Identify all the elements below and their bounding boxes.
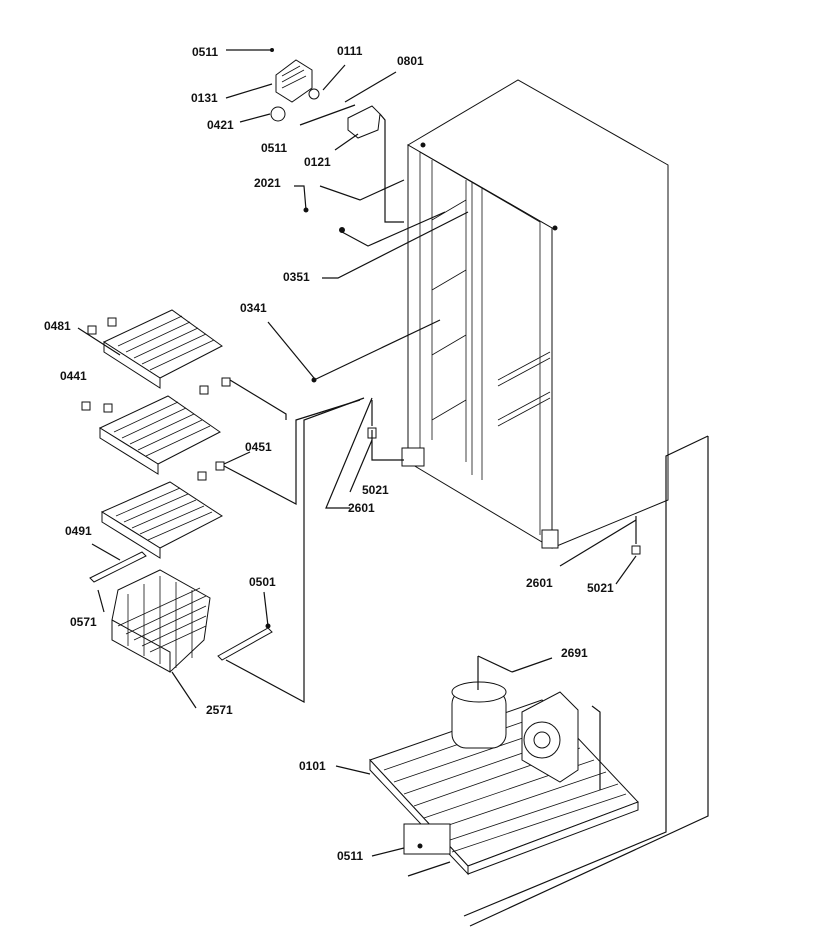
label-0481: 0481 — [44, 319, 71, 333]
label-0571: 0571 — [70, 615, 97, 629]
clip-2021 — [294, 179, 405, 213]
label-0511-mid: 0511 — [261, 141, 287, 155]
part-0351 — [322, 211, 469, 279]
freezer-shelf-middle — [81, 395, 361, 505]
freezer-shelf-upper — [77, 309, 287, 420]
label-0511-bottom: 0511 — [337, 849, 363, 863]
label-0351: 0351 — [283, 270, 310, 284]
cabinet — [401, 79, 669, 549]
label-0441: 0441 — [60, 369, 87, 383]
fasteners-left — [325, 397, 404, 509]
fasteners-right — [559, 516, 641, 585]
freezer-shelf-lower — [100, 481, 223, 559]
part-0341 — [267, 319, 441, 383]
light-assembly — [225, 48, 404, 223]
label-2571: 2571 — [206, 703, 233, 717]
label-0111: 0111 — [337, 44, 363, 58]
label-2691: 2691 — [561, 646, 588, 660]
label-0341: 0341 — [240, 301, 267, 315]
label-0421: 0421 — [207, 118, 234, 132]
machine-compartment — [335, 435, 709, 927]
label-0131: 0131 — [191, 91, 218, 105]
label-2021: 2021 — [254, 176, 281, 190]
label-0511-top: 0511 — [192, 45, 218, 59]
label-5021-right: 5021 — [587, 581, 614, 595]
label-2601-right: 2601 — [526, 576, 553, 590]
label-5021-left: 5021 — [362, 483, 389, 497]
label-0451: 0451 — [245, 440, 272, 454]
freezer-basket — [89, 397, 365, 709]
callout-labels: 0511 0111 0801 0131 0421 0511 0121 2021 … — [44, 44, 614, 863]
label-0101: 0101 — [299, 759, 326, 773]
label-0501: 0501 — [249, 575, 276, 589]
label-2601-left: 2601 — [348, 501, 375, 515]
label-0121: 0121 — [304, 155, 331, 169]
label-0801: 0801 — [397, 54, 424, 68]
label-0491: 0491 — [65, 524, 92, 538]
